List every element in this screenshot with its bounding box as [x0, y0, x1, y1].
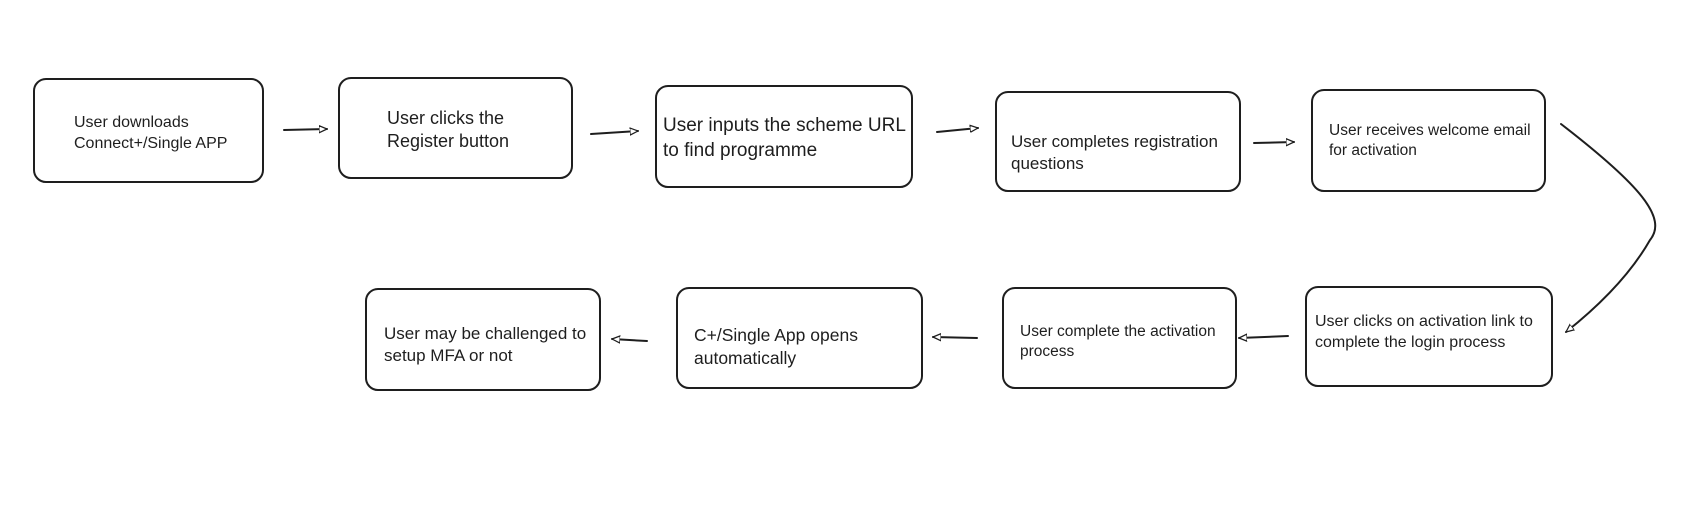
- node-click-register: User clicks the Register button: [338, 77, 573, 179]
- node-click-register-label: User clicks the Register button: [387, 108, 510, 152]
- node-welcome-email-label: User receives welcome email for activati…: [1329, 122, 1531, 160]
- edge-input-scheme-url-to-complete-registration: [936, 128, 979, 133]
- edge-complete-registration-to-welcome-email: [1253, 142, 1295, 143]
- node-mfa-challenge: User may be challenged to setup MFA or n…: [365, 288, 601, 391]
- node-welcome-email: User receives welcome email for activati…: [1311, 89, 1546, 192]
- edge-complete-activation-to-app-opens: [932, 337, 978, 338]
- node-complete-activation: User complete the activation process: [1002, 287, 1237, 389]
- node-complete-registration-label: User completes registration questions: [1011, 132, 1218, 174]
- edge-click-activation-link-to-complete-activation: [1238, 336, 1289, 338]
- node-app-opens-label: C+/Single App opens automatically: [694, 325, 858, 368]
- edge-app-opens-to-mfa-challenge: [611, 339, 648, 341]
- node-download-app: User downloads Connect+/Single APP: [33, 78, 264, 183]
- node-click-activation-link-label: User clicks on activation link to comple…: [1315, 313, 1533, 351]
- node-complete-registration: User completes registration questions: [995, 91, 1241, 192]
- node-complete-activation-label: User complete the activation process: [1020, 323, 1216, 361]
- edge-click-register-to-input-scheme-url: [590, 131, 639, 134]
- node-input-scheme-url-label: User inputs the scheme URL to find progr…: [663, 115, 906, 161]
- node-app-opens: C+/Single App opens automatically: [676, 287, 923, 389]
- edge-welcome-email-to-click-activation-link: [1560, 123, 1657, 333]
- node-download-app-label: User downloads Connect+/Single APP: [74, 114, 228, 152]
- node-mfa-challenge-label: User may be challenged to setup MFA or n…: [384, 324, 587, 366]
- node-input-scheme-url: User inputs the scheme URL to find progr…: [655, 85, 913, 188]
- edge-download-app-to-click-register: [283, 129, 328, 130]
- node-click-activation-link: User clicks on activation link to comple…: [1305, 286, 1553, 387]
